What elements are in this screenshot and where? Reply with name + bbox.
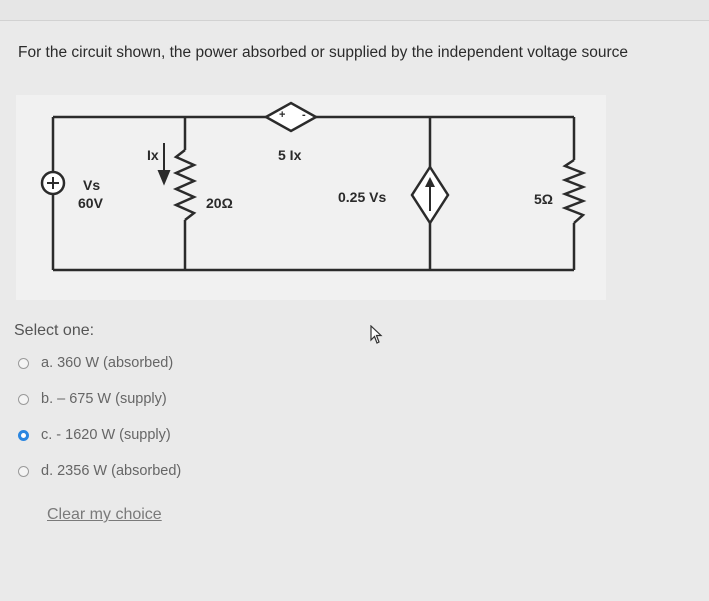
- circuit-diagram: Vs 60V Ix 20Ω + - 5 Ix 0.25 Vs 5Ω: [16, 95, 606, 300]
- current-arrow-icon: [157, 143, 171, 186]
- dependent-voltage-source-icon: [263, 101, 319, 133]
- radio-d[interactable]: [18, 465, 29, 477]
- dep-voltage-minus: -: [302, 109, 306, 121]
- source-label: Vs: [83, 177, 101, 193]
- resistor1-label: 20Ω: [206, 195, 233, 211]
- option-b-label: b. – 675 W (supply): [41, 391, 167, 407]
- option-c[interactable]: c. - 1620 W (supply): [18, 424, 181, 446]
- circuit-svg: [40, 101, 587, 272]
- mouse-cursor-icon: [370, 325, 383, 344]
- source-value: 60V: [78, 195, 103, 211]
- option-c-label: c. - 1620 W (supply): [41, 427, 171, 443]
- dep-voltage-plus: +: [279, 109, 286, 121]
- option-d-label: d. 2356 W (absorbed): [41, 463, 182, 479]
- option-b[interactable]: b. – 675 W (supply): [18, 388, 181, 410]
- voltage-source-icon: [40, 170, 66, 196]
- resistor2-label: 5Ω: [534, 191, 554, 207]
- resistor-20-icon: [172, 149, 198, 221]
- clear-choice-link[interactable]: Clear my choice: [47, 506, 162, 523]
- radio-c[interactable]: [18, 429, 29, 441]
- dependent-current-source-icon: [410, 164, 450, 226]
- option-a-label: a. 360 W (absorbed): [41, 355, 174, 371]
- dep-voltage-label: 5 Ix: [278, 147, 302, 163]
- dep-current-label: 0.25 Vs: [338, 189, 387, 205]
- options-list: a. 360 W (absorbed) b. – 675 W (supply) …: [18, 352, 181, 496]
- radio-a[interactable]: [18, 357, 29, 369]
- question-text: For the circuit shown, the power absorbe…: [18, 44, 629, 61]
- current-label: Ix: [147, 147, 159, 163]
- option-a[interactable]: a. 360 W (absorbed): [18, 352, 181, 374]
- option-d[interactable]: d. 2356 W (absorbed): [18, 460, 181, 482]
- radio-b[interactable]: [18, 393, 29, 405]
- resistor-5-icon: [561, 158, 587, 224]
- select-one-label: Select one:: [14, 322, 95, 339]
